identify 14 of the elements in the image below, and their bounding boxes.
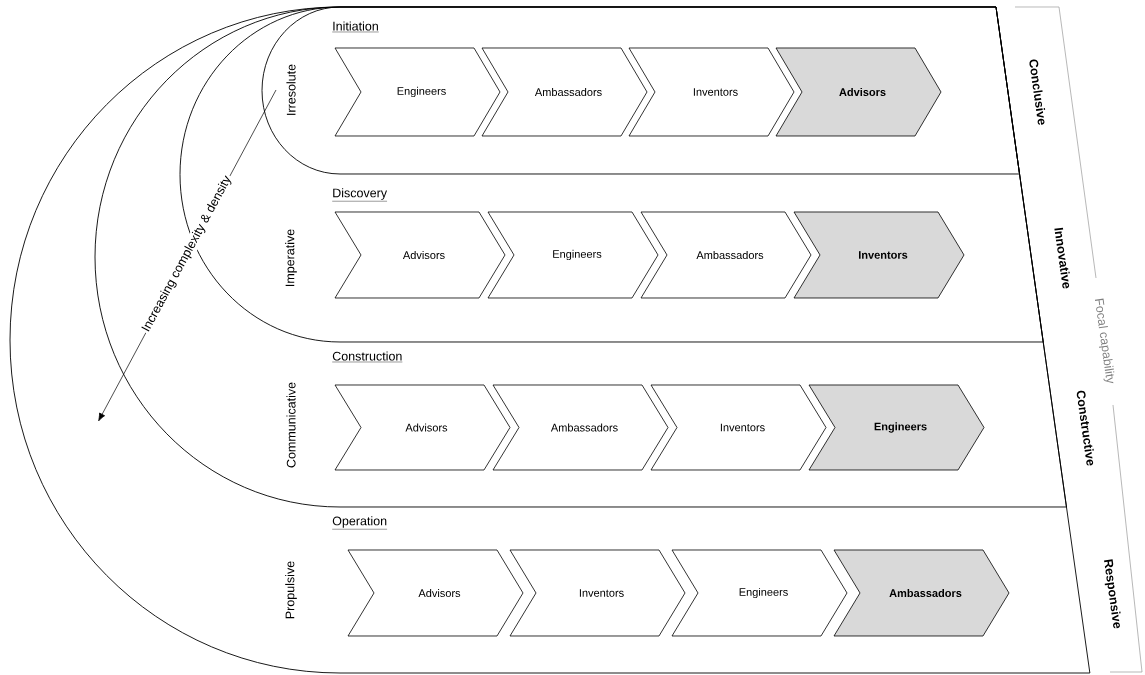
row-label: Responsive (1104, 559, 1121, 629)
row-label: Innovative (1054, 227, 1070, 289)
side-label: Propulsive (285, 561, 297, 619)
row-label: Conclusive (1029, 59, 1046, 125)
side-label: Imperative (285, 229, 297, 286)
band-shape (261, 6, 1020, 175)
row-label: Constructive (1076, 390, 1094, 466)
band-heading: Construction (332, 351, 403, 363)
side-label: Irresolute (286, 64, 296, 115)
bracket-label: Focal capability (1090, 295, 1118, 387)
band-heading: Discovery (332, 188, 388, 202)
band-heading: Operation (332, 516, 388, 530)
band-heading: Initiation (332, 21, 379, 33)
side-label: Communicative (286, 382, 296, 468)
